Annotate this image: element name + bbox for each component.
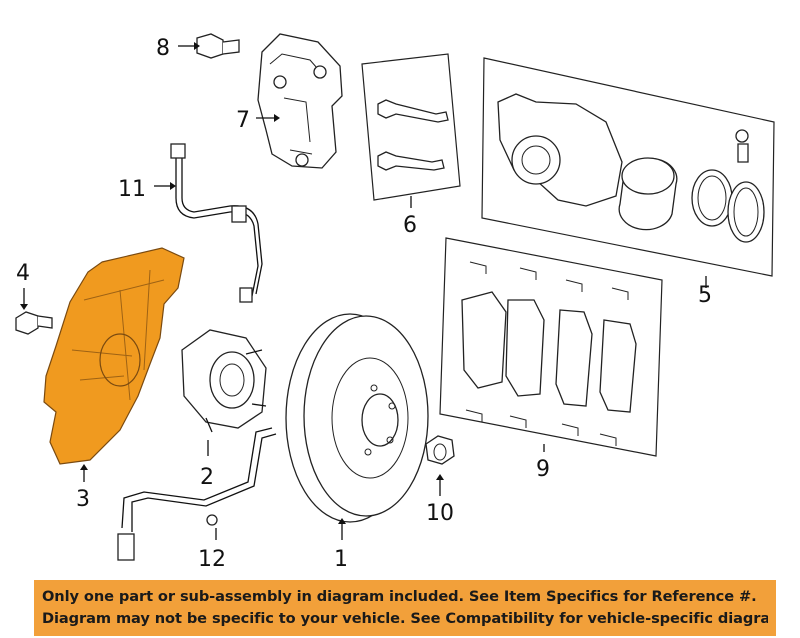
- part-12-abs-sensor[interactable]: [117, 427, 277, 561]
- callout-2: 2: [200, 465, 214, 490]
- part-5-caliper-assembly[interactable]: [481, 57, 775, 277]
- callout-3: 3: [76, 487, 90, 512]
- part-9-brake-pads[interactable]: [439, 237, 663, 457]
- part-2-hub-bearing[interactable]: [181, 329, 267, 433]
- callout-9: 9: [536, 457, 550, 482]
- part-6-guide-pins[interactable]: [361, 53, 461, 201]
- callout-7: 7: [236, 108, 250, 133]
- callout-1: 1: [334, 547, 348, 570]
- callout-11: 11: [118, 177, 146, 202]
- callout-5: 5: [698, 283, 712, 308]
- callout-10: 10: [426, 501, 454, 526]
- part-1-brake-rotor[interactable]: [285, 313, 429, 523]
- disclaimer-line-1: Only one part or sub-assembly in diagram…: [42, 588, 757, 605]
- callout-12: 12: [198, 547, 226, 570]
- part-4-bolt[interactable]: [15, 311, 53, 335]
- part-8-bolt[interactable]: [196, 33, 240, 59]
- part-10-hub-nut[interactable]: [425, 435, 455, 465]
- callout-8: 8: [156, 36, 170, 61]
- callout-6: 6: [403, 213, 417, 238]
- callout-4: 4: [16, 261, 30, 286]
- brake-parts-diagram: 8 7 6 5 11 4 3 2 12 1 10 9: [15, 33, 775, 570]
- part-7-caliper-bracket[interactable]: [257, 33, 343, 169]
- disclaimer-line-2: Diagram may not be specific to your vehi…: [42, 610, 768, 627]
- disclaimer-banner: Only one part or sub-assembly in diagram…: [34, 580, 776, 636]
- part-3-dust-shield[interactable]: [43, 247, 185, 465]
- part-11-brake-hose[interactable]: [170, 143, 263, 303]
